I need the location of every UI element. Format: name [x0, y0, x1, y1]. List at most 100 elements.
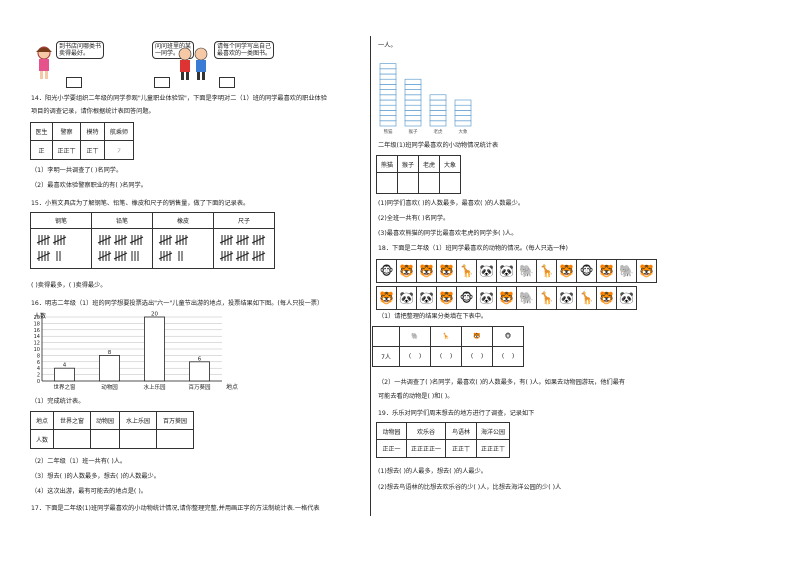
q18-animal-cell: 🐯	[416, 259, 437, 283]
q14-tally: ㇇	[104, 140, 134, 160]
q17-cell[interactable]	[376, 172, 398, 194]
animal-icon: 🐘	[519, 264, 534, 278]
q17-bar-cell	[379, 73, 397, 80]
q16-y-tick: 18	[34, 321, 40, 327]
speech-bubble-1: 到书店问哪类书 卖得最好。	[56, 41, 105, 59]
q16-cell[interactable]	[119, 429, 157, 449]
answer-box-3[interactable]	[219, 77, 235, 88]
q17-bar-label: 大象	[459, 128, 468, 135]
q17-bar-cell	[429, 110, 447, 116]
animal-icon: 🐵	[379, 264, 394, 278]
q17-cont: 一人。	[378, 42, 397, 49]
animal-icon: 🐼	[499, 264, 514, 278]
q17-bar-cell	[404, 94, 422, 101]
q19-tally: 正正一	[376, 439, 407, 458]
animal-icon: 🐘	[519, 291, 534, 305]
students-figure-icon	[176, 47, 212, 85]
q16-x-tick: 动物园	[101, 383, 118, 391]
q18-animal-cell: 🐵	[456, 286, 477, 310]
q16-cell[interactable]	[53, 429, 91, 449]
q16-x-tick: 世界之窗	[53, 383, 76, 391]
q14-tally: 正正丅	[52, 140, 81, 160]
q15-table: 钢笔 铅笔 橡皮 尺子	[30, 212, 275, 269]
q17-bar-cell	[379, 63, 397, 70]
q17-bar-cell	[404, 110, 422, 116]
q16-x-tick: 水上乐园	[143, 383, 166, 391]
q17-bar-label: 猴子	[409, 128, 418, 135]
q18-animal-cell: 🐼	[496, 259, 517, 283]
q17-bar-cell	[454, 115, 472, 122]
q17-q2: (2)全班一共有( )名同学。	[378, 215, 450, 222]
animal-icon: 🐯	[599, 291, 614, 305]
q18-animal-cell: 🐼	[556, 286, 577, 310]
q16-cell[interactable]	[156, 429, 194, 449]
animal-icon: 🐯	[559, 264, 574, 278]
q18-animal-cell: 🐯	[376, 286, 397, 310]
q18-elephant-icon: 🐘	[399, 326, 431, 347]
q17-bar-cell	[379, 99, 397, 106]
q17-cell[interactable]	[418, 172, 440, 194]
q16-q2: （2）二年级（1）班一共有( )人。	[31, 458, 127, 465]
q15-tally-pencil	[91, 228, 153, 269]
q16-data-label: 4	[63, 363, 67, 369]
q17-bar-cell	[429, 104, 447, 111]
answer-box-1[interactable]	[66, 77, 82, 88]
q17-bar-cell	[379, 68, 397, 75]
q18-cell[interactable]: ( )	[399, 346, 431, 367]
q18-row-label: 7人	[372, 346, 400, 367]
q15-tally-eraser	[152, 228, 214, 269]
q16-th: 地点	[30, 411, 54, 430]
q16-bar	[54, 367, 75, 382]
q18-animal-cell: 🐼	[416, 286, 437, 310]
q17-bar-cell	[379, 104, 397, 111]
q16-title: 16．明志二年级（1）班的同学想要投票选出"六一"儿童节出游的地点，投票结果如下…	[31, 300, 324, 307]
q17-bar-cell	[454, 110, 472, 116]
q18-animal-cell: 🐼	[616, 286, 637, 310]
q15-tally-pen	[30, 228, 92, 269]
q18-cell[interactable]: ( )	[461, 346, 493, 367]
q16-data-label: 8	[108, 350, 112, 356]
q14-q2: （2）最喜欢体验警察职业的有( )名同学。	[31, 182, 147, 189]
q17-bar-cell	[404, 99, 422, 106]
q14-tally: 正	[30, 140, 53, 160]
q17-cell[interactable]	[439, 172, 461, 194]
q17-th: 熊猫	[376, 155, 398, 173]
q16-data-label: 6	[198, 356, 202, 362]
q18-giraffe-icon: 🦒	[430, 326, 462, 347]
q18-table-corner	[372, 326, 400, 347]
q18-cell[interactable]: ( )	[430, 346, 462, 367]
q19-tally: 正正正正一	[406, 439, 446, 458]
q18-animal-cell: 🦒	[576, 286, 597, 310]
q17-q1: (1)同学们喜欢( )的人数最多，最喜欢( )的人数最少。	[378, 200, 525, 207]
animal-icon: 🐵	[459, 291, 474, 305]
q18-animal-cell: 🐯	[496, 286, 517, 310]
q17-bar-label: 熊猫	[384, 128, 393, 135]
q14-title-2: 项目的调查记录，请你根据统计表回答问题。	[31, 108, 155, 115]
animal-icon: 🦒	[579, 291, 594, 305]
animal-icon: 🐯	[419, 264, 434, 278]
speech-bubble-3: 请每个同学写出自己 最喜欢的一类图书。	[214, 41, 275, 59]
q16-cell[interactable]	[90, 429, 120, 449]
q14-header: 警察	[52, 122, 81, 141]
q15-header: 橡皮	[152, 212, 214, 229]
q18-cell[interactable]: ( )	[492, 346, 524, 367]
q17-th: 大象	[439, 155, 461, 173]
animal-icon: 🐯	[639, 264, 654, 278]
q18-q2b: 可能去看的动物是( )和( )。	[378, 393, 454, 400]
answer-box-2[interactable]	[154, 77, 170, 88]
animal-icon: 🐯	[439, 264, 454, 278]
q17-bar-label: 老虎	[434, 128, 443, 135]
animal-icon: 🦒	[539, 291, 554, 305]
animal-icon: 🐼	[619, 291, 634, 305]
q17-title: 17．下面是二年级(1)班同学最喜欢的小动物统计情况,请你整理完整,并用画正字的…	[31, 505, 320, 512]
q17-bar-cell	[429, 120, 447, 127]
q17-cell[interactable]	[397, 172, 419, 194]
q17-th: 老虎	[418, 155, 440, 173]
q17-bar-cell	[379, 120, 397, 127]
q17-bar-cell	[379, 89, 397, 96]
q18-animal-cell: 🐘	[516, 259, 537, 283]
q16-table: 地点 世界之窗 动物园 水上乐园 百万葵园 人数	[30, 411, 194, 449]
q16-sub1: （1）完成统计表。	[31, 398, 85, 405]
q19-tally: 正正正丅	[476, 439, 510, 458]
q16-bar	[144, 316, 165, 382]
